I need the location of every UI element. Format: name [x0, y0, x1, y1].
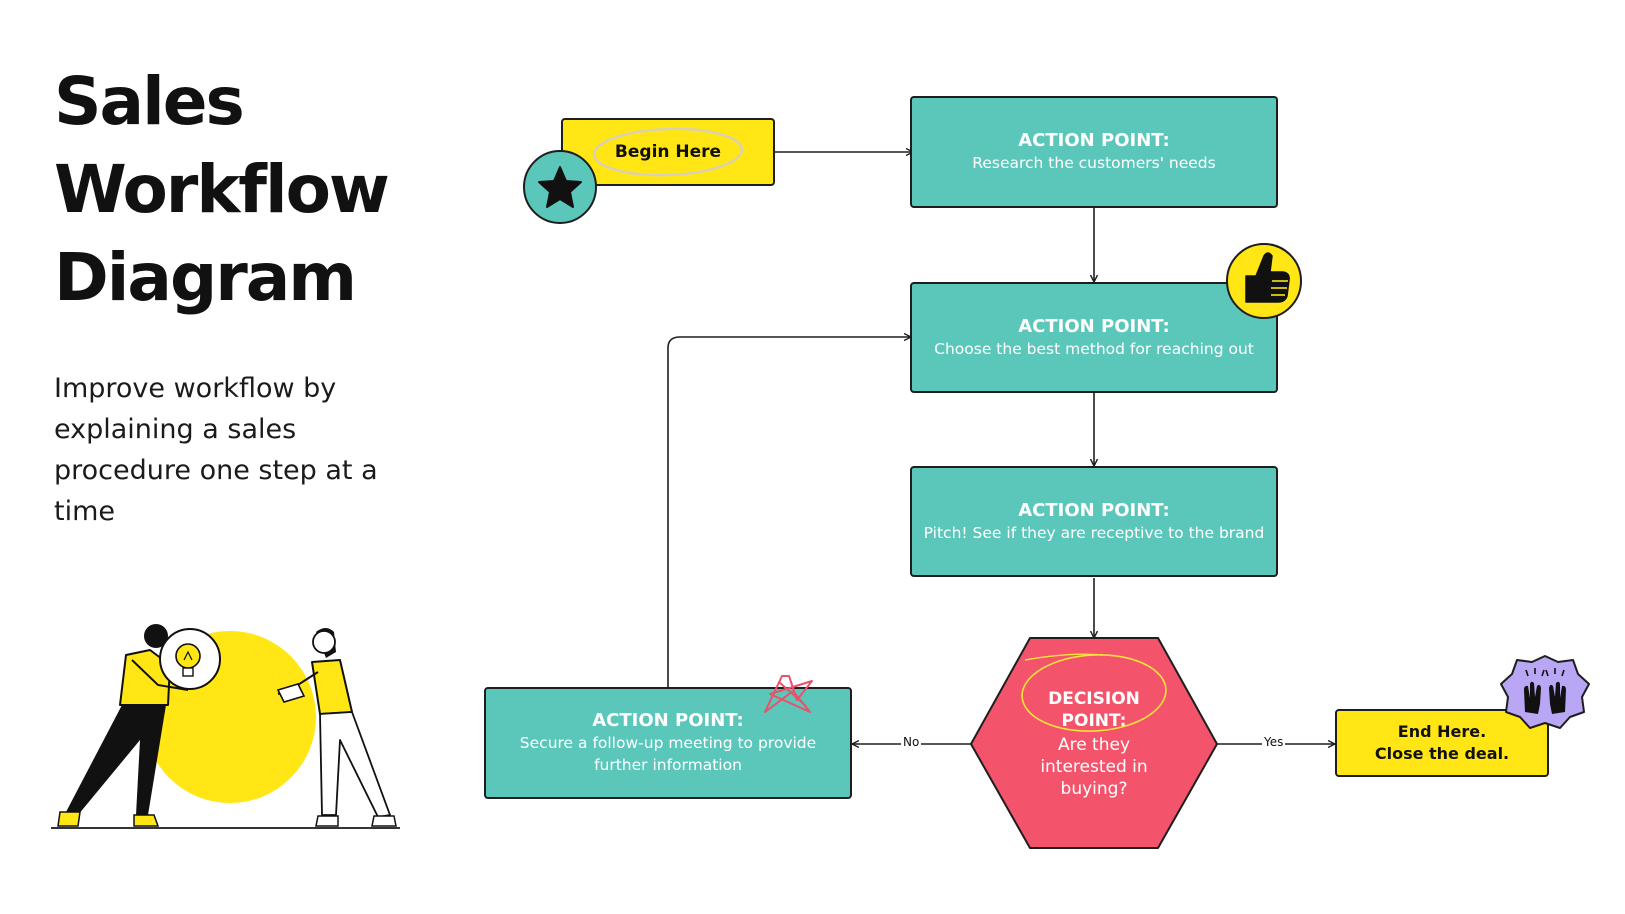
begin-here-label: Begin Here: [614, 142, 722, 162]
decision-head: DECISION POINT:: [1048, 689, 1140, 731]
step-pitch-head: ACTION POINT:: [1018, 499, 1170, 521]
step-pitch-body: Pitch! See if they are receptive to the …: [923, 523, 1265, 542]
page-subtitle: Improve workflow by explaining a sales p…: [54, 373, 378, 527]
step-method-body: Choose the best method for reaching out: [934, 339, 1254, 358]
edge-label-yes: Yes: [1262, 735, 1286, 749]
step-research-head: ACTION POINT:: [1018, 130, 1170, 151]
step-follow-up: ACTION POINT: Secure a follow-up meeting…: [484, 687, 852, 799]
decision-hexagon: [970, 637, 1218, 849]
decision-highlight-scribble: [1021, 654, 1167, 732]
step-follow-up-head: ACTION POINT:: [592, 710, 744, 731]
edge-label-no: No: [901, 735, 922, 749]
step-follow-up-body: Secure a follow-up meeting to provide fu…: [519, 734, 817, 774]
begin-here-box: Begin Here: [561, 118, 775, 186]
page-title: Sales Workflow Diagram: [54, 63, 390, 316]
step-method-head: ACTION POINT:: [1018, 315, 1170, 337]
step-method: ACTION POINT: Choose the best method for…: [910, 282, 1278, 393]
decision-body: Are they interested in buying?: [1040, 735, 1148, 799]
arrow-followup-loop: [667, 337, 911, 687]
step-research-body: Research the customers' needs: [972, 154, 1216, 172]
step-pitch: ACTION POINT: Pitch! See if they are rec…: [910, 466, 1278, 577]
step-research: ACTION POINT: Research the customers' ne…: [910, 96, 1278, 208]
end-here-box: End Here. Close the deal.: [1335, 709, 1549, 777]
end-here-line2: Close the deal.: [1374, 744, 1510, 763]
end-here-line1: End Here.: [1397, 722, 1487, 741]
decision-text: DECISION POINT: Are they interested in b…: [1029, 688, 1159, 800]
